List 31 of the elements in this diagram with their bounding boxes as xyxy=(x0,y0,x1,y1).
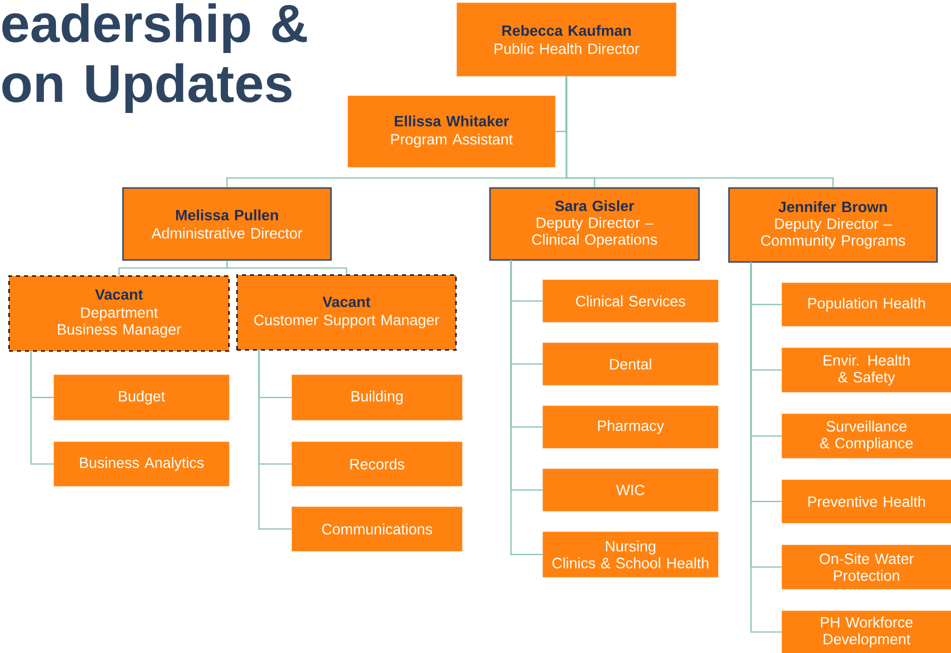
position-box: Ellissa Whitaker Program Assistant xyxy=(348,96,556,168)
position-box: Rebecca Kaufman Public Health Director xyxy=(456,2,676,76)
position-box: Sara Gisler Deputy Director – Clinical Operations xyxy=(489,187,700,261)
unit-box: WIC xyxy=(542,468,718,512)
connector-line xyxy=(555,76,567,132)
unit-box: On-Site Water Protection xyxy=(782,544,951,590)
unit-box: Budget xyxy=(54,374,230,420)
unit-box: Records xyxy=(292,442,462,486)
unit-box: PH Workforce Development xyxy=(782,610,951,653)
unit-box: Envir. Health & Safety xyxy=(782,348,951,392)
connector-line xyxy=(566,76,834,188)
position-box: Vacant Department Business Manager xyxy=(8,275,230,352)
unit-box: Building xyxy=(292,374,462,420)
position-box: Jennifer Brown Deputy Director – Community Programs xyxy=(728,187,938,263)
position-box: Vacant Customer Support Manager xyxy=(236,274,457,351)
connector-line xyxy=(750,262,782,633)
unit-box: Surveillance & Compliance xyxy=(782,414,951,458)
connector-line xyxy=(30,351,54,465)
connector-line xyxy=(258,350,292,530)
position-box: Melissa Pullen Administrative Director xyxy=(122,187,332,261)
position-box: Nursing Clinics & School Health xyxy=(542,532,718,578)
unit-box: Population Health xyxy=(782,282,951,326)
unit-box: Preventive Health xyxy=(782,480,951,524)
title: eadership & on Updates xyxy=(2,3,307,113)
unit-box: Clinical Services xyxy=(542,280,718,322)
connector-line xyxy=(510,260,543,556)
connector-line xyxy=(226,260,348,274)
unit-box: Business Analytics xyxy=(54,442,230,486)
unit-box: Pharmacy xyxy=(542,406,718,448)
unit-box: Dental xyxy=(542,342,718,386)
unit-box: Communications xyxy=(292,506,462,552)
